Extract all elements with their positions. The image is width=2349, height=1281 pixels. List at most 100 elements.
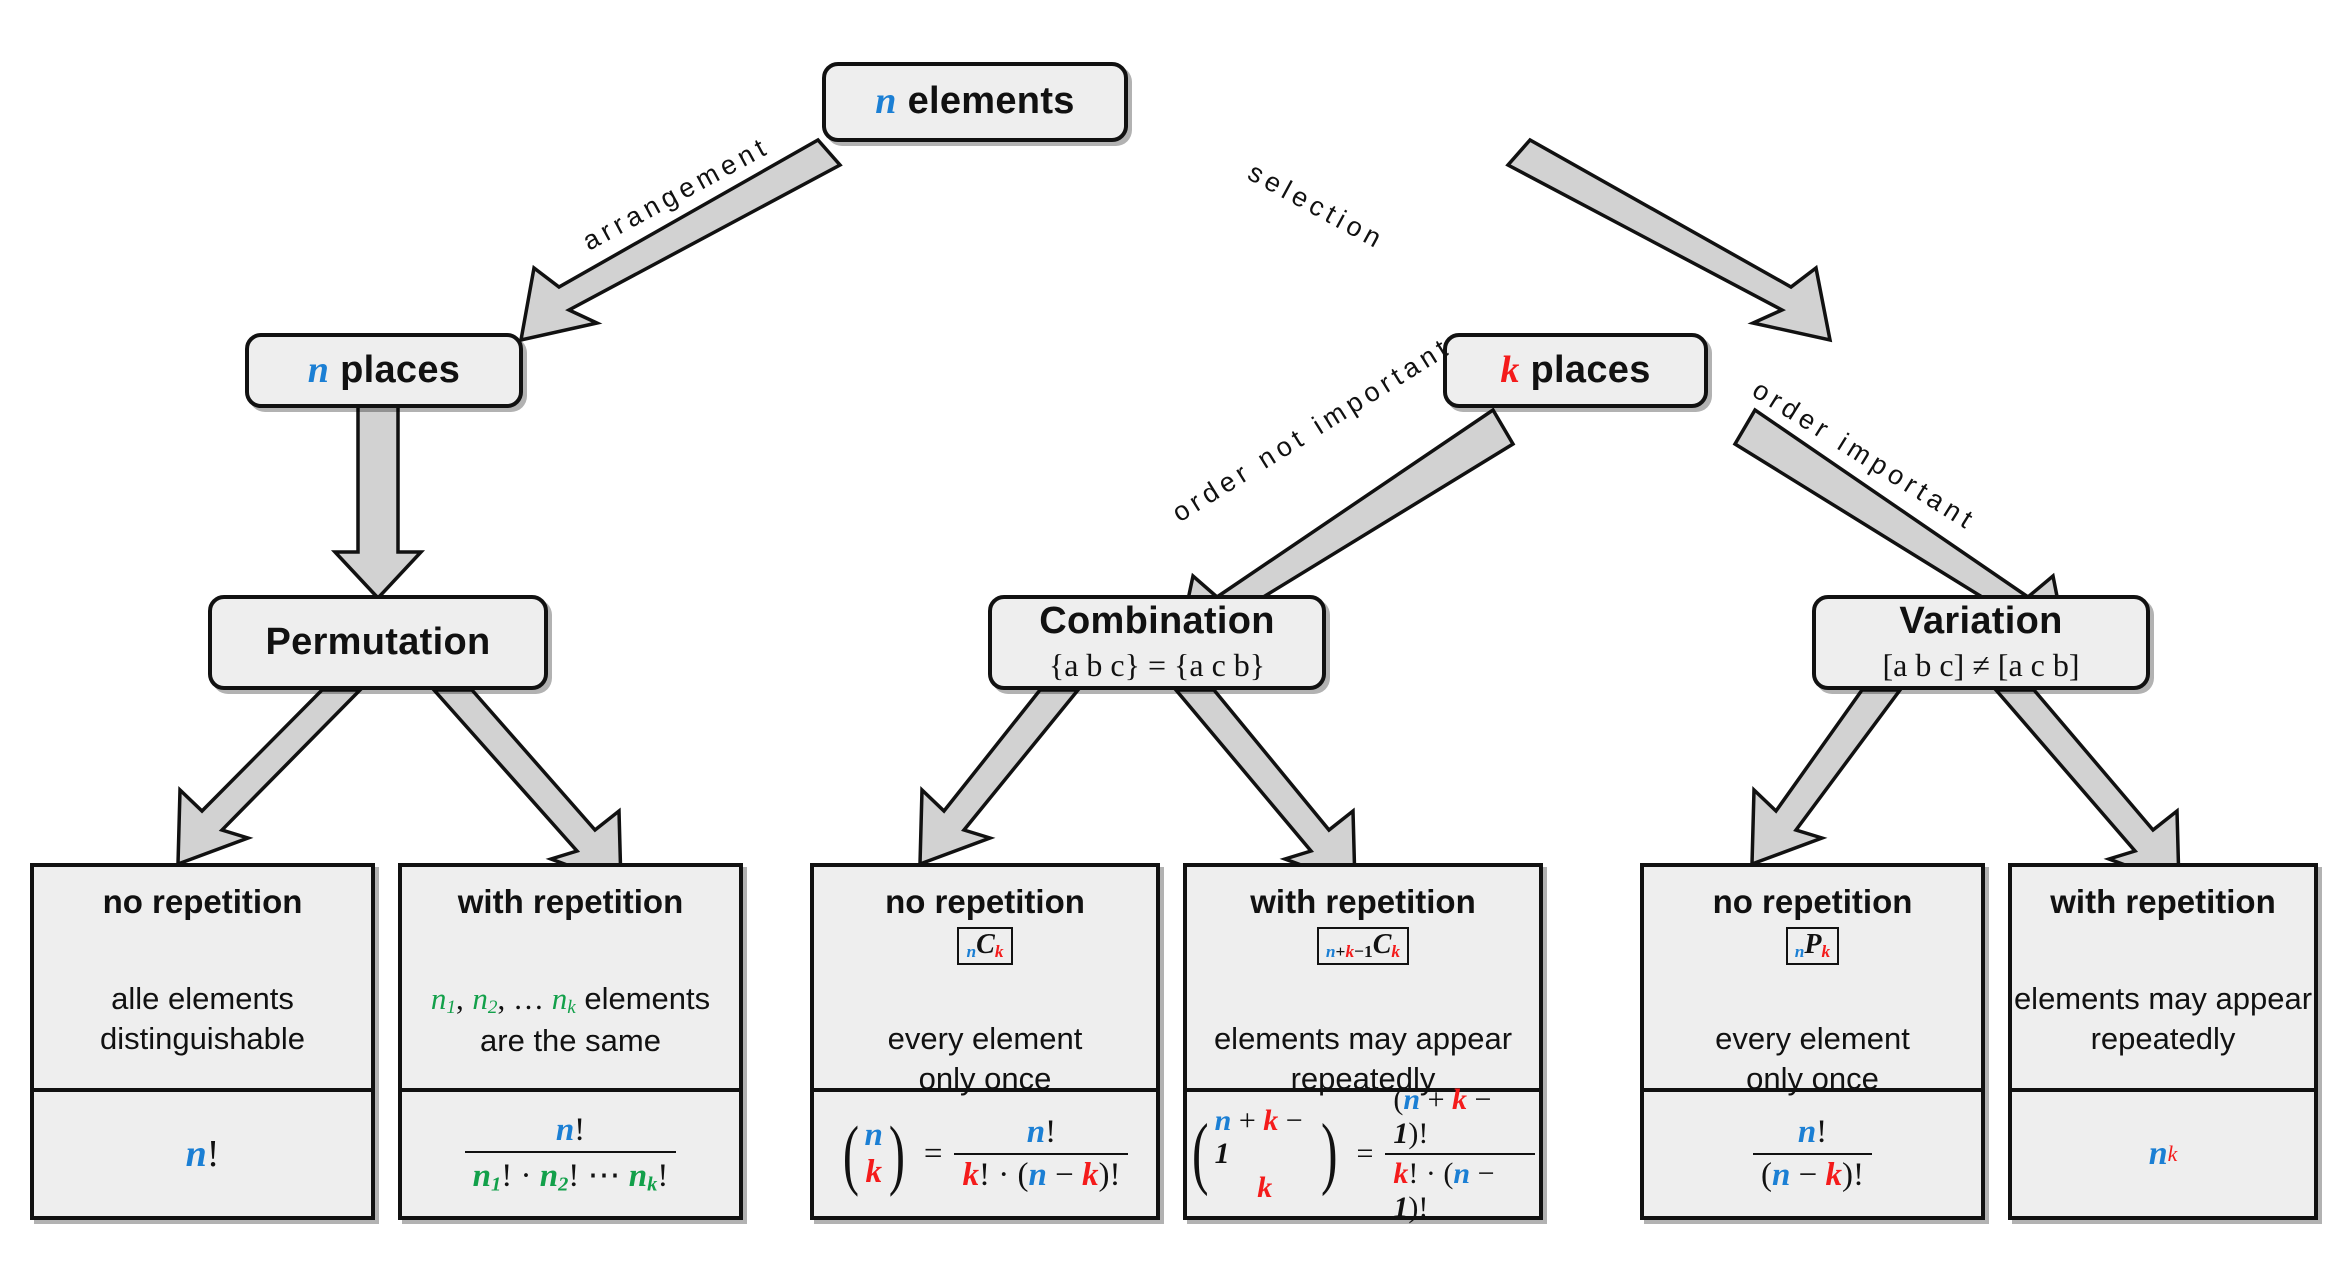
card-description: n1, n2, … nk elements are the same: [402, 979, 739, 1060]
node-permutation[interactable]: Permutation: [208, 595, 548, 690]
card-formula: n! n1! · n2! ⋯ nk!: [402, 1088, 739, 1216]
node-k-places-label: places: [1530, 348, 1651, 391]
card-description-line1: every element: [887, 1021, 1083, 1056]
card-upper: no repetition nPk every element only onc…: [1644, 867, 1981, 1096]
fraction-denominator: (n − k)!: [1753, 1153, 1872, 1194]
edge-combination-to-card3: [918, 688, 1082, 867]
card-description-line1: elements may appear: [1213, 1021, 1513, 1056]
node-permutation-title: Permutation: [265, 620, 491, 663]
card-badge-nPk: nPk: [1785, 926, 1840, 965]
badge-C: C: [976, 928, 995, 960]
badge-sub-n: n: [1794, 941, 1805, 961]
binomial-coefficient: ( n + k − 1 k ): [1187, 1104, 1342, 1205]
variable-n: n: [307, 348, 330, 391]
card-upper: with repetition n1, n2, … nk elements ar…: [402, 867, 739, 1088]
node-combination[interactable]: Combination {a b c} = {a c b}: [988, 595, 1326, 690]
card-description-line1: every element: [1715, 1021, 1910, 1056]
node-variation[interactable]: Variation [a b c] ≠ [a c b]: [1812, 595, 2150, 690]
card-description-line2: distinguishable: [99, 1020, 306, 1056]
node-n-places-title: n places: [307, 348, 460, 392]
variable-n-sub2: n2: [472, 981, 498, 1019]
node-k-places[interactable]: k places: [1443, 333, 1708, 408]
card-formula: ( n k ) = n! k! · (n − k)!: [814, 1088, 1156, 1216]
variable-n: n: [2148, 1135, 2168, 1172]
binomial-coefficient: ( n k ): [838, 1115, 910, 1193]
card-description-line1: elements may appear: [2013, 981, 2313, 1016]
node-variation-example: [a b c] ≠ [a c b]: [1882, 646, 2080, 683]
factorial-sign: !: [206, 1133, 220, 1175]
card-upper: with repetition n+k−1Ck elements may app…: [1187, 867, 1539, 1096]
right-paren: ): [1320, 1109, 1338, 1198]
edge-permutation-to-card1: [176, 688, 365, 867]
binomial-stack: n k: [864, 1117, 883, 1190]
card-heading: with repetition: [2050, 883, 2276, 920]
node-n-elements-title: n elements: [875, 80, 1075, 123]
card-description: every element only once: [1644, 1019, 1981, 1098]
node-combination-example: {a b c} = {a c b}: [1048, 646, 1266, 683]
variable-n-sub1: n1: [430, 981, 456, 1019]
node-n-elements-label: elements: [907, 80, 1075, 123]
card-formula: n! (n − k)!: [1644, 1088, 1981, 1216]
card-permutation-with-repetition[interactable]: with repetition n1, n2, … nk elements ar…: [398, 863, 743, 1220]
node-variation-title: Variation: [1899, 600, 2063, 643]
equals-sign: =: [1356, 1137, 1374, 1170]
binomial-stack: n + k − 1 k: [1214, 1104, 1316, 1205]
fraction-numerator: n!: [1797, 1114, 1828, 1150]
badge-sub-n: n: [966, 941, 977, 961]
card-formula: ( n + k − 1 k ) = (n + k − 1)! k! · (n −…: [1187, 1083, 1539, 1224]
left-paren: (: [1192, 1109, 1209, 1198]
edge-root-to-n-places: [518, 137, 843, 343]
card-description: elements may appear repeatedly: [1187, 1019, 1539, 1098]
card-description-line2: only once: [918, 1060, 1052, 1096]
card-description: alle elements distinguishable: [34, 979, 371, 1058]
edge-variation-to-card6: [1992, 688, 2181, 888]
fraction-numerator: n!: [1026, 1114, 1057, 1150]
card-variation-with-repetition[interactable]: with repetition elements may appear repe…: [2008, 863, 2318, 1220]
card-heading: no repetition: [102, 883, 303, 920]
badge-subscript: n+k−1: [1325, 941, 1373, 961]
card-description-line2: repeatedly: [1290, 1060, 1436, 1096]
fraction: (n + k − 1)! k! · (n − 1)!: [1385, 1083, 1535, 1225]
node-n-places[interactable]: n places: [245, 333, 523, 408]
card-description-line1: n1, n2, … nk elements: [430, 981, 711, 1019]
card-variation-no-repetition[interactable]: no repetition nPk every element only onc…: [1640, 863, 1985, 1220]
edge-permutation-to-card2: [430, 688, 623, 888]
card-upper: no repetition alle elements distinguisha…: [34, 867, 371, 1088]
variable-n: n: [185, 1133, 207, 1175]
fraction-denominator: k! · (n − k)!: [954, 1153, 1129, 1194]
node-combination-title: Combination: [1039, 600, 1275, 643]
card-combination-with-repetition[interactable]: with repetition n+k−1Ck elements may app…: [1183, 863, 1543, 1224]
badge-P: P: [1804, 928, 1822, 960]
node-n-elements[interactable]: n elements: [822, 62, 1128, 142]
card-combination-no-repetition[interactable]: no repetition nCk every element only onc…: [810, 863, 1160, 1220]
card-description-line2: repeatedly: [2090, 1020, 2236, 1056]
edge-combination-to-card4: [1172, 688, 1357, 888]
edge-root-to-k-places: [1505, 137, 1833, 343]
card-permutation-no-repetition[interactable]: no repetition alle elements distinguisha…: [30, 863, 375, 1220]
fraction: n! n1! · n2! ⋯ nk!: [464, 1112, 677, 1197]
variable-n: n: [875, 80, 897, 123]
card-heading: no repetition: [1712, 883, 1913, 920]
card-formula: n!: [34, 1088, 371, 1216]
card-upper: with repetition elements may appear repe…: [2012, 867, 2314, 1088]
card-description-line2: are the same: [480, 1022, 661, 1058]
edge-n-places-to-permutation: [330, 401, 426, 601]
card-heading: no repetition: [885, 883, 1085, 920]
fraction-denominator: n1! · n2! ⋯ nk!: [464, 1150, 677, 1197]
card-heading: with repetition: [457, 883, 684, 920]
card-heading: with repetition: [1250, 883, 1476, 920]
edge-variation-to-card5: [1750, 688, 1904, 867]
badge-sub-k: k: [1821, 941, 1831, 961]
exponent-k: k: [2167, 1141, 2178, 1166]
fraction-numerator: (n + k − 1)!: [1393, 1083, 1492, 1150]
card-badge-nCk: nCk: [957, 926, 1013, 965]
badge-sub-k: k: [1391, 941, 1401, 961]
elements-word: elements: [584, 981, 711, 1016]
variable-n-subk: nk: [551, 981, 576, 1019]
fraction: n! k! · (n − k)!: [954, 1114, 1129, 1194]
card-description-line2: only once: [1746, 1060, 1879, 1096]
card-upper: no repetition nCk every element only onc…: [814, 867, 1156, 1096]
card-badge-npkm1Ck: n+k−1Ck: [1316, 926, 1410, 965]
